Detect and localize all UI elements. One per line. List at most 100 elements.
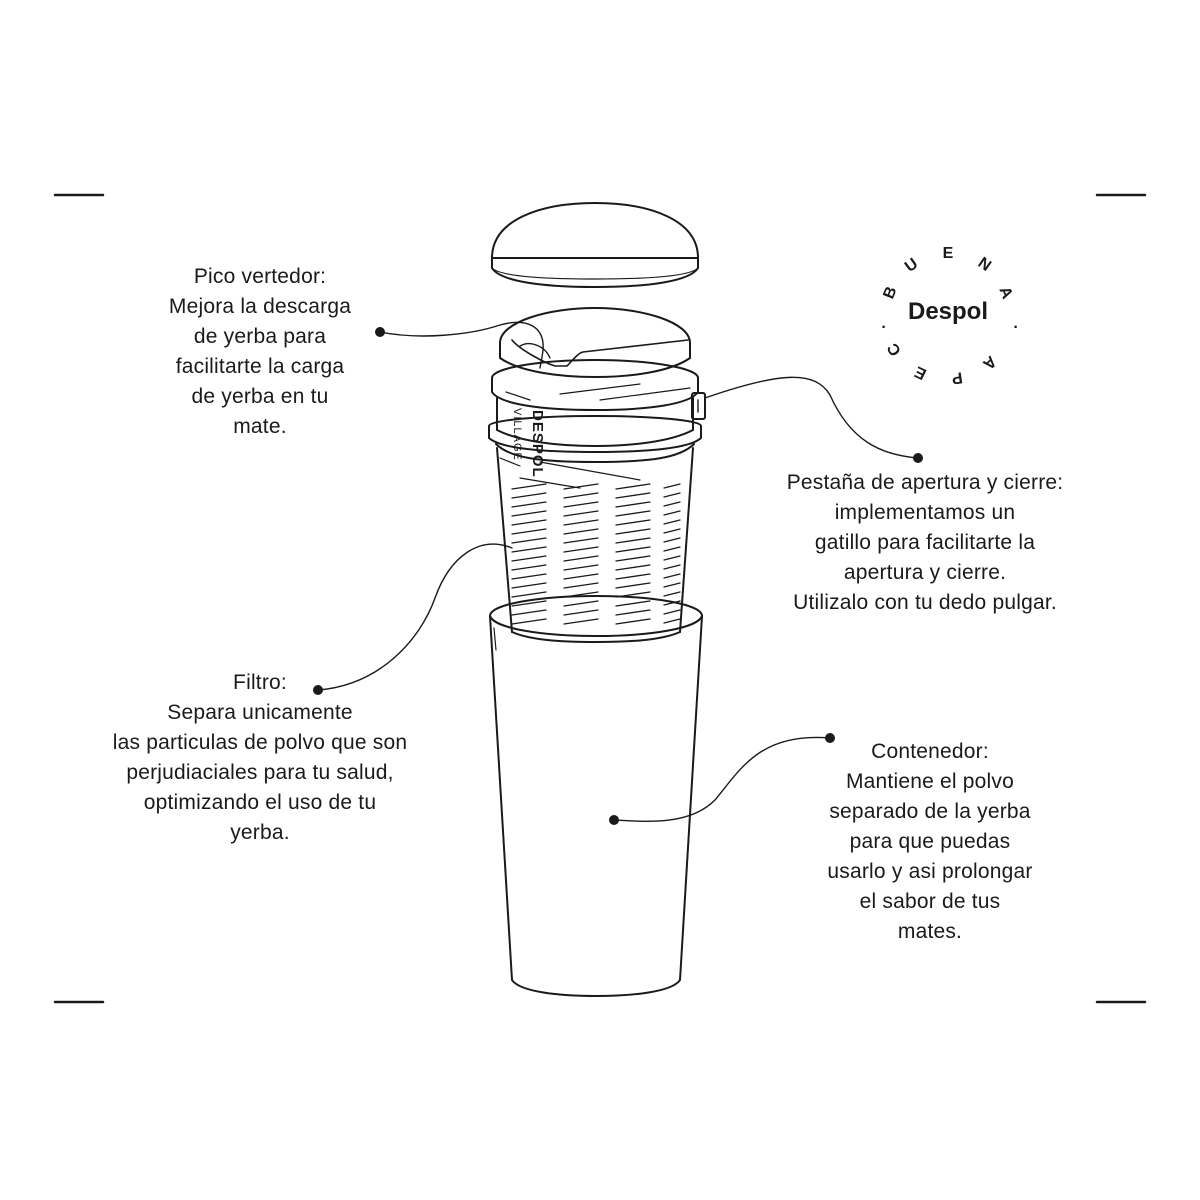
- filter-slot: [615, 546, 651, 553]
- filter-body: [496, 447, 694, 643]
- leader-pico: [379, 321, 544, 369]
- filter-slot: [663, 609, 681, 615]
- filter-slot: [511, 600, 547, 607]
- callout-line: Utilizalo con tu dedo pulgar.: [793, 591, 1057, 614]
- filter-slot: [511, 501, 547, 508]
- callout-contenedor: Contenedor: Mantiene el polvo separado de …: [790, 737, 1070, 947]
- spout-notch: [511, 339, 689, 367]
- filter-slot: [511, 582, 547, 589]
- filter-slot: [663, 555, 681, 561]
- filter-slot: [563, 537, 599, 544]
- filter-slot: [563, 555, 599, 562]
- callout-line: implementamos un: [834, 501, 1016, 524]
- filter-slot: [563, 519, 599, 526]
- filter-slot: [511, 591, 547, 598]
- leader-pestana: [704, 376, 919, 459]
- callout-line: el sabor de tus: [859, 890, 1001, 913]
- filter-slot: [663, 501, 681, 507]
- callout-line: para que puedas: [849, 830, 1011, 853]
- filter-slot: [663, 492, 681, 498]
- filter-slot: [511, 546, 547, 553]
- callout-line: yerba.: [230, 821, 290, 844]
- callout-line: Mantiene el polvo: [845, 770, 1014, 793]
- brand-arc-letter: E: [942, 245, 954, 262]
- filter-slot: [663, 618, 681, 624]
- filter-slot: [511, 609, 547, 616]
- filter-slot: [511, 564, 547, 571]
- filter-slot: [511, 528, 547, 535]
- filter-slot: [511, 510, 547, 517]
- callout-line: Pico vertedor:: [193, 265, 327, 288]
- filter-slot: [511, 537, 547, 544]
- callout-line: usarlo y asi prolongar: [827, 860, 1033, 883]
- filter-slot: [563, 483, 599, 490]
- callout-line: perjudiaciales para tu salud,: [126, 761, 394, 784]
- opening-tab: [691, 392, 706, 420]
- pouring-spout-cap: [499, 307, 691, 378]
- callout-line: mates.: [897, 920, 963, 943]
- filter-slot: [615, 600, 651, 607]
- callout-line: Filtro:: [233, 671, 287, 694]
- leader-lines: [313, 321, 923, 825]
- crop-marks: [53, 193, 1147, 1004]
- filter-slot: [511, 555, 547, 562]
- filter-slot: [663, 528, 681, 534]
- callout-line: separado de la yerba: [829, 800, 1031, 823]
- brand-arc-letter: U: [901, 255, 921, 276]
- filter-slot: [663, 510, 681, 516]
- filter-slot: [615, 555, 651, 562]
- filter-mesh: [511, 483, 681, 625]
- filter-slot: [615, 609, 651, 616]
- container: [489, 595, 703, 997]
- filter-slot: [663, 519, 681, 525]
- filter-slot: [615, 492, 651, 499]
- filter-slot: [615, 618, 651, 625]
- callout-line: las particulas de polvo que son: [112, 731, 408, 754]
- brand-name: Despol: [907, 298, 988, 325]
- filter-slot: [563, 546, 599, 553]
- filter-slot: [663, 573, 681, 579]
- filter-slot: [663, 537, 681, 543]
- lid: [491, 202, 699, 288]
- filter-slot: [615, 519, 651, 526]
- filter-slot: [511, 492, 547, 499]
- filter-slot: [563, 492, 599, 499]
- callout-pico-vertedor: Pico vertedor: Mejora la descarga de yerba…: [130, 262, 390, 442]
- filter-slot: [563, 573, 599, 580]
- filter-slot: [615, 573, 651, 580]
- filter-slot: [563, 609, 599, 616]
- brand-arc-letter: P: [950, 368, 964, 388]
- lower-ring: [488, 415, 702, 463]
- filter-slot: [663, 546, 681, 552]
- callout-line: gatillo para facilitarte la: [814, 531, 1036, 554]
- brand-arc-letter: E: [912, 362, 930, 383]
- filter-slot: [615, 564, 651, 571]
- callout-line: mate.: [233, 415, 287, 438]
- filter-slot: [663, 483, 681, 489]
- callout-pestana: Pestaña de apertura y cierre: implementam…: [760, 468, 1090, 618]
- filter-slot: [511, 618, 547, 625]
- filter-slot: [563, 618, 599, 625]
- brand-arc-letter: N: [974, 254, 994, 276]
- filter-slot: [615, 501, 651, 508]
- callout-line: de yerba para: [193, 325, 327, 348]
- brand-separator-dot: ·: [881, 319, 887, 336]
- callout-line: Contenedor:: [871, 740, 989, 763]
- filter-slot: [563, 582, 599, 589]
- brand-arc-letter: A: [979, 352, 1000, 373]
- filter-slot: [615, 528, 651, 535]
- callout-line: apertura y cierre.: [843, 561, 1007, 584]
- callout-filtro: Filtro: Separa unicamente las particulas d…: [70, 668, 450, 848]
- filter-slot: [663, 591, 681, 597]
- filter-slot: [563, 501, 599, 508]
- callout-line: Separa unicamente: [167, 701, 353, 724]
- filter-slot: [615, 483, 651, 490]
- band-print-despol: DESPOL: [529, 410, 546, 478]
- filter-slot: [511, 519, 547, 526]
- callout-line: Mejora la descarga: [168, 295, 352, 318]
- callout-line: Pestaña de apertura y cierre:: [786, 471, 1064, 494]
- callout-line: facilitarte la carga: [175, 355, 345, 378]
- filter-slot: [563, 510, 599, 517]
- filter-slot: [663, 564, 681, 570]
